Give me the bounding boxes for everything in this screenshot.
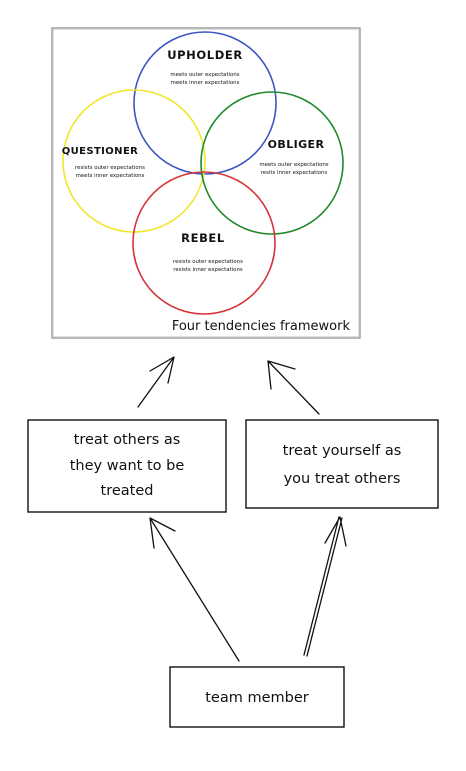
obliger-title: OBLIGER — [268, 138, 325, 151]
framework-caption: Four tendencies framework — [172, 319, 351, 334]
team-member-label: team member — [205, 690, 309, 706]
left-box-line-1: treat others as — [74, 432, 181, 448]
left-box-frame — [27, 419, 227, 513]
lower-arrows — [149, 516, 347, 662]
right-lower-arrow — [303, 516, 347, 657]
left-box: treat others as they want to be treated — [27, 419, 227, 513]
upper-arrows — [137, 356, 320, 415]
framework-frame-inner — [53, 29, 359, 337]
rebel-line-2: resists inner expectations — [173, 267, 243, 273]
upholder-title: UPHOLDER — [167, 48, 243, 62]
framework-panel: UPHOLDER meets outer expectations meets … — [51, 27, 361, 339]
upholder-line-1: meets outer expectations — [170, 72, 239, 78]
obliger-line-2: resits inner expectations — [261, 170, 328, 176]
obliger-line-1: meets outer expectations — [259, 162, 328, 168]
framework-frame — [51, 27, 361, 339]
upholder-circle — [133, 31, 277, 175]
rebel-line-1: resists outer expectations — [173, 259, 243, 265]
right-box: treat yourself as you treat others — [245, 419, 439, 509]
questioner-line-2: meets inner expectations — [76, 173, 145, 179]
right-box-frame — [245, 419, 439, 509]
upholder-line-2: meets inner expectations — [171, 80, 240, 86]
right-upper-arrow — [267, 360, 320, 415]
left-box-line-2: they want to be — [70, 458, 185, 474]
questioner-title: QUESTIONER — [62, 146, 139, 157]
left-lower-arrow — [149, 517, 240, 662]
rebel-title: REBEL — [181, 231, 225, 245]
team-member-box-frame — [169, 666, 345, 728]
left-upper-arrow — [137, 356, 175, 408]
right-box-line-1: treat yourself as — [283, 443, 402, 459]
obliger-circle — [200, 91, 344, 235]
questioner-line-1: resists outer expectations — [75, 165, 145, 171]
right-box-line-2: you treat others — [284, 471, 401, 487]
rebel-circle — [132, 171, 276, 315]
left-box-line-3: treated — [101, 483, 154, 499]
team-member-box: team member — [169, 666, 345, 728]
